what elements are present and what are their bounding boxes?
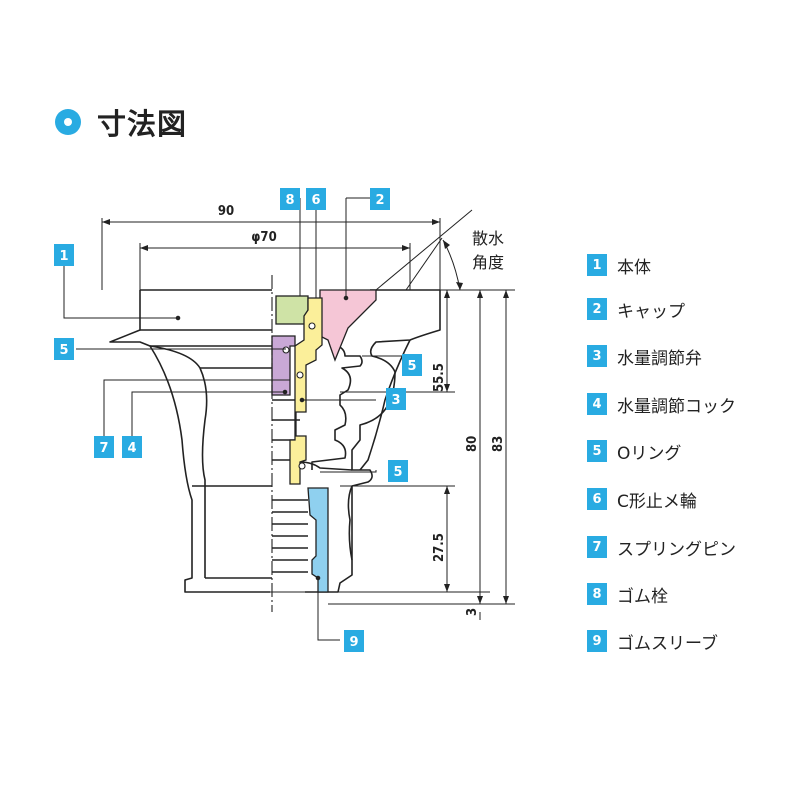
callout-5-left: 5 [54,338,74,360]
legend-label: 水量調節コック [617,396,736,417]
o-ring-dot [298,462,306,470]
legend-badge: 5 [587,440,607,462]
legend-badge: 7 [587,536,607,558]
svg-text:7: 7 [99,441,108,456]
svg-text:4: 4 [127,441,136,456]
legend-badge: 8 [587,583,607,605]
legend-item: 5 Oリング [587,439,682,464]
callout-9: 9 [344,630,364,652]
legend-label: C形止メ輪 [617,491,697,512]
legend-label: 水量調節弁 [617,348,702,369]
legend-item: 7 スプリングピン [587,535,736,560]
legend-badge: 1 [587,254,607,276]
legend-label: スプリングピン [617,539,736,560]
dim-27-5: 27.5 [432,533,447,562]
cock-part [271,335,296,396]
legend-badge: 9 [587,630,607,652]
rubber-sleeve-part [307,487,329,593]
callout-3: 3 [386,388,406,410]
legend-label: ゴムスリーブ [617,633,718,654]
legend-label: キャップ [617,301,685,322]
legend-badge: 2 [587,298,607,320]
callout-2: 2 [370,188,390,210]
svg-text:1: 1 [59,249,68,264]
svg-text:5: 5 [407,359,416,374]
o-ring-dot [282,346,290,354]
svg-text:8: 8 [285,193,294,208]
section-title: 寸法図 [55,104,188,141]
legend-item: 2 キャップ [587,297,685,322]
callout-4: 4 [122,436,142,458]
spray-angle-label-2: 角度 [472,253,504,272]
o-ring-dot [296,371,304,379]
dim-80: 80 [465,436,480,452]
legend-label: ゴム栓 [617,586,668,607]
dim-phi70: φ70 [251,230,276,245]
legend-label: 本体 [617,257,651,278]
legend-item: 6 C形止メ輪 [587,487,697,512]
dim-90: 90 [218,204,234,219]
callout-5-right-lower: 5 [388,460,408,482]
o-ring-dot [308,322,316,330]
legend-item: 4 水量調節コック [587,392,736,417]
svg-text:9: 9 [349,635,358,650]
title-bullet-icon [55,109,81,135]
valve-part [289,297,323,485]
callout-6: 6 [306,188,326,210]
legend-badge: 3 [587,345,607,367]
callout-5-right-upper: 5 [402,354,422,376]
rubber-plug-part [275,295,309,325]
callout-8: 8 [280,188,300,210]
svg-text:5: 5 [393,465,402,480]
title-text: 寸法図 [97,107,188,141]
legend-badge: 6 [587,488,607,510]
dimension-lines [101,209,515,620]
legend-item: 1 本体 [587,253,651,278]
legend-item: 9 ゴムスリーブ [587,629,718,654]
leader-lines [63,197,405,641]
body-outline [109,289,441,593]
svg-text:5: 5 [59,343,68,358]
legend-badge: 4 [587,393,607,415]
callout-7: 7 [94,436,114,458]
svg-text:2: 2 [375,193,384,208]
dimension-arrows [102,219,509,604]
svg-text:3: 3 [391,393,400,408]
dim-55-5: 55.5 [432,363,447,392]
dim-3: 3 [465,608,480,616]
callout-1: 1 [54,244,74,266]
dim-83: 83 [491,436,506,452]
legend-item: 3 水量調節弁 [587,344,702,369]
spray-angle-label-1: 散水 [472,229,504,248]
svg-text:6: 6 [311,193,320,208]
cap-part [319,289,377,362]
legend-item: 8 ゴム栓 [587,582,668,607]
legend-label: Oリング [617,443,682,464]
